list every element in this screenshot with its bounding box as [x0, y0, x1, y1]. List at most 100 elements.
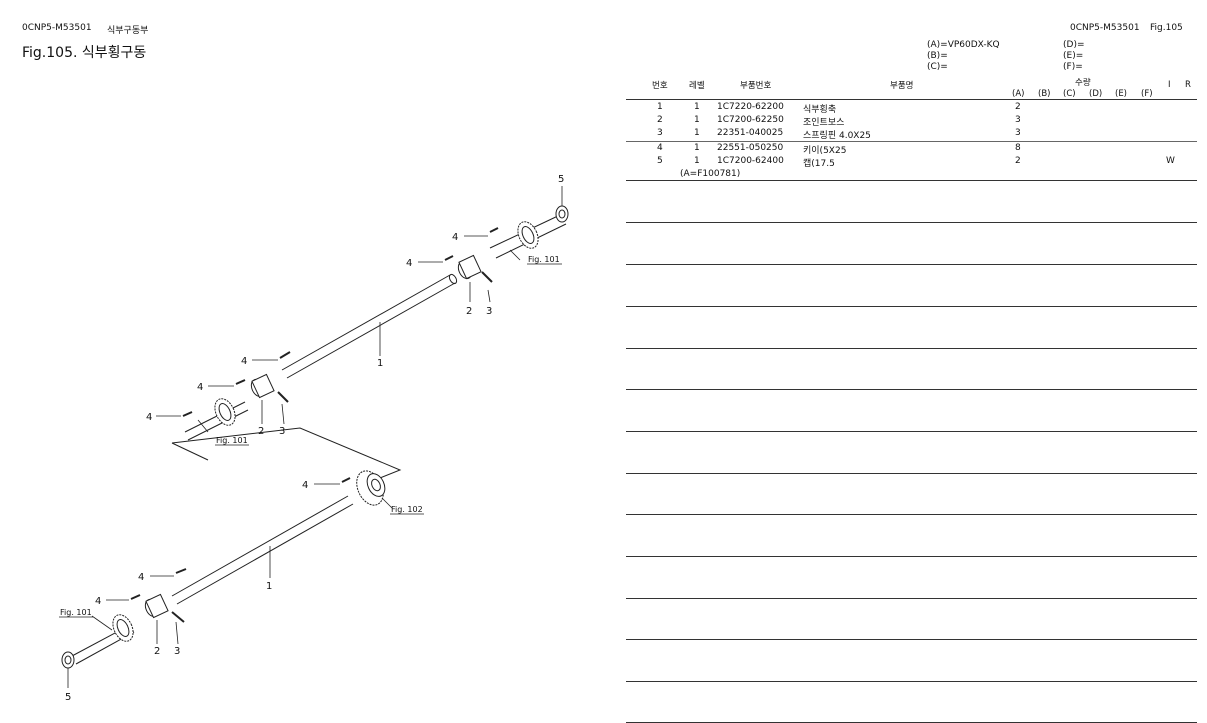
model-f: (F)= [1063, 62, 1083, 72]
callout-numbers: 5 4 4 2 3 1 4 4 4 2 3 4 1 4 4 2 3 5 [65, 174, 564, 703]
table-rule [626, 264, 1197, 265]
table-rule [626, 306, 1197, 307]
row-note: (A=F100781) [680, 169, 741, 179]
table-rule [626, 514, 1197, 515]
callout-label: 4 [406, 258, 412, 269]
callout-label: 4 [302, 480, 308, 491]
row-level: 1 [694, 102, 700, 112]
exploded-parts-diagram: 5 4 4 2 3 1 4 4 4 2 3 4 1 4 4 2 3 5 Fig.… [59, 174, 569, 703]
upper-shaft [281, 273, 458, 379]
col-r-header: R [1185, 80, 1191, 90]
row-no: 1 [657, 102, 663, 112]
row-part-name: 키이(5X25 [803, 146, 847, 156]
section-name: 식부구동부 [107, 26, 149, 36]
qty-col-b: (B) [1038, 89, 1051, 99]
col-i-header: I [1168, 80, 1171, 90]
callout-label: 4 [197, 382, 203, 393]
row-qty-a: 3 [1015, 115, 1021, 125]
model-d: (D)= [1063, 40, 1085, 50]
callout-label: 5 [558, 174, 564, 185]
row-r-flag: W [1166, 156, 1175, 166]
table-rule [626, 180, 1197, 181]
callout-label: 1 [377, 358, 383, 369]
row-no: 2 [657, 115, 663, 125]
model-e: (E)= [1063, 51, 1084, 61]
lower-shaft [171, 495, 354, 605]
col-name-header: 부품명 [890, 81, 914, 91]
callout-label: 4 [452, 232, 458, 243]
table-rule [626, 473, 1197, 474]
row-part-number: 22351-040025 [717, 128, 784, 138]
lower-left-gear [61, 593, 185, 669]
leader-lines [67, 186, 563, 688]
row-level: 1 [694, 156, 700, 166]
callout-label: 3 [174, 646, 180, 657]
row-part-number: 1C7200-62250 [717, 115, 784, 125]
fig-ref-label: Fig. 101 [60, 608, 92, 617]
row-divider [626, 141, 1197, 142]
callout-label: 3 [486, 306, 492, 317]
row-qty-a: 2 [1015, 156, 1021, 166]
figure-ref-underlines [59, 263, 562, 618]
figure-title: Fig.105. 식부횡구동 [22, 45, 147, 61]
lower-right-gear [356, 470, 386, 506]
row-no: 4 [657, 143, 663, 153]
callout-label: 4 [241, 356, 247, 367]
row-part-name: 조인트보스 [803, 118, 845, 128]
table-rule [626, 598, 1197, 599]
qty-col-e: (E) [1115, 89, 1128, 99]
upper-right-boss [457, 254, 493, 283]
callout-label: 2 [466, 306, 472, 317]
row-part-name: 스프링핀 4.0X25 [803, 131, 871, 141]
row-qty-a: 3 [1015, 128, 1021, 138]
row-no: 3 [657, 128, 663, 138]
row-part-number: 1C7200-62400 [717, 156, 784, 166]
model-a: (A)=VP60DX-KQ [927, 40, 1000, 50]
qty-col-f: (F) [1141, 89, 1153, 99]
col-qty-header: 수량 [1075, 78, 1091, 88]
table-rule [626, 556, 1197, 557]
table-rule [626, 431, 1197, 432]
qty-col-d: (D) [1089, 89, 1103, 99]
lower-keys [130, 477, 351, 600]
table-rule [626, 389, 1197, 390]
row-level: 1 [694, 115, 700, 125]
row-qty-a: 8 [1015, 143, 1021, 153]
callout-label: 4 [95, 596, 101, 607]
col-partno-header: 부품번호 [740, 81, 772, 91]
callout-label: 4 [138, 572, 144, 583]
callout-label: 5 [65, 692, 71, 703]
model-b: (B)= [927, 51, 948, 61]
callout-label: 1 [266, 581, 272, 592]
callout-label: 2 [154, 646, 160, 657]
upper-keys [182, 227, 499, 417]
row-qty-a: 2 [1015, 102, 1021, 112]
fig-ref-label: Fig. 101 [528, 255, 560, 264]
table-rule [626, 348, 1197, 349]
model-c: (C)= [927, 62, 948, 72]
row-level: 1 [694, 143, 700, 153]
table-rule [626, 222, 1197, 223]
figure-ref-right: Fig.105 [1150, 23, 1183, 33]
row-part-number: 1C7220-62200 [717, 102, 784, 112]
header-rule [626, 99, 1197, 100]
callout-label: 4 [146, 412, 152, 423]
row-part-name: 식부횡축 [803, 105, 837, 115]
col-no-header: 번호 [652, 81, 668, 91]
row-no: 5 [657, 156, 663, 166]
doc-code-right: 0CNP5-M53501 [1070, 23, 1140, 33]
figure-references: Fig. 101 Fig. 101 Fig. 102 Fig. 101 [60, 255, 560, 617]
fig-ref-label: Fig. 101 [216, 436, 248, 445]
doc-code-left: 0CNP5-M53501 [22, 23, 92, 33]
callout-label: 3 [279, 426, 285, 437]
row-part-name: 캡(17.5 [803, 159, 835, 169]
qty-col-a: (A) [1012, 89, 1025, 99]
fig-ref-label: Fig. 102 [391, 505, 423, 514]
row-level: 1 [694, 128, 700, 138]
assembly-link-frame [171, 427, 402, 479]
table-rule [626, 639, 1197, 640]
table-rule [626, 681, 1197, 682]
col-level-header: 레벨 [689, 81, 705, 91]
upper-right-gear [489, 205, 569, 259]
callout-label: 2 [258, 426, 264, 437]
